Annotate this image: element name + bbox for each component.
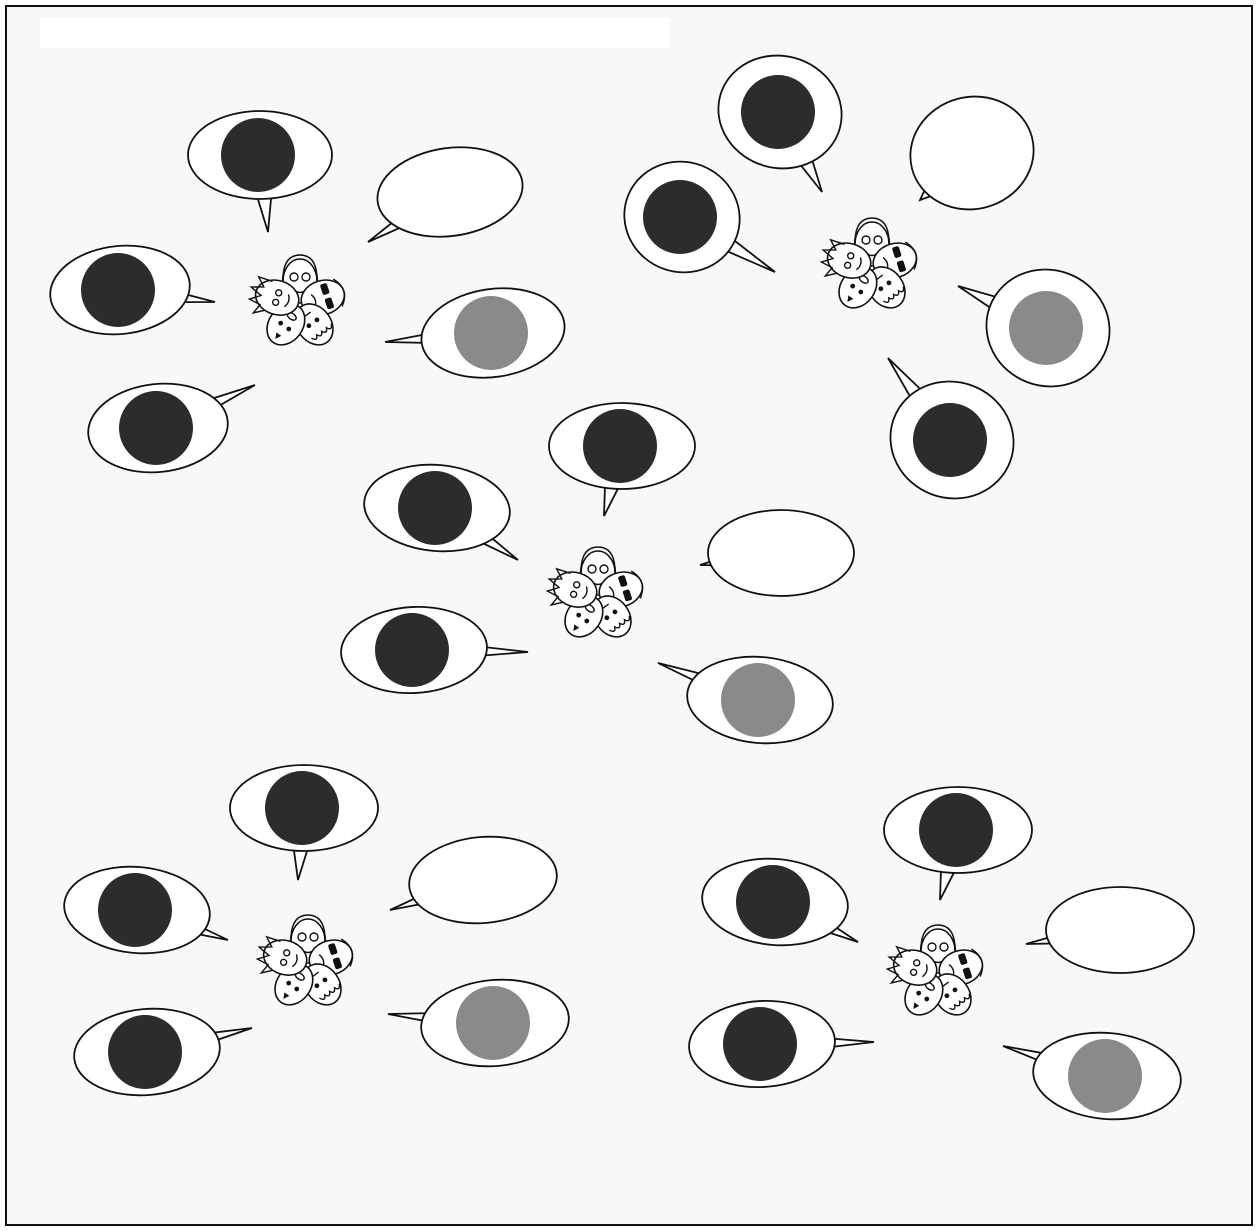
dark-disc [398,471,472,545]
dark-disc [723,1007,797,1081]
dark-disc [919,793,993,867]
dark-disc [108,1015,182,1089]
bubble-outline [1046,887,1194,973]
grey-disc [456,986,530,1060]
grey-disc [454,296,528,370]
dark-disc [265,771,339,845]
bubble-outline [708,510,854,596]
dark-disc [81,253,155,327]
dark-disc [583,409,657,483]
grey-disc [721,663,795,737]
dark-disc [98,873,172,947]
grey-disc [1009,291,1083,365]
grey-disc [1068,1039,1142,1113]
dark-disc [741,75,815,149]
dark-disc [913,403,987,477]
dark-disc [221,118,295,192]
dark-disc [643,180,717,254]
dark-disc [375,613,449,687]
dark-disc [736,865,810,939]
blank-strip [40,18,670,48]
dark-disc [119,391,193,465]
